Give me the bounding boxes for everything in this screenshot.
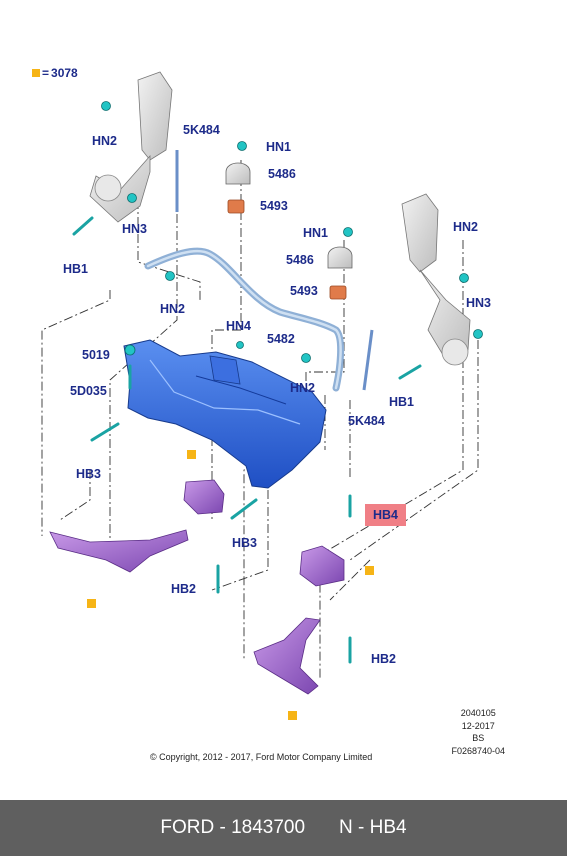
label-5k484-right[interactable]: 5K484 bbox=[348, 414, 385, 428]
marker-square-icon bbox=[187, 450, 196, 459]
legend-square-icon bbox=[32, 69, 40, 77]
drawing-metadata: 2040105 12-2017 BS F0268740-04 bbox=[451, 707, 505, 757]
label-5019[interactable]: 5019 bbox=[82, 348, 110, 362]
label-hb1-right[interactable]: HB1 bbox=[389, 395, 415, 409]
subframe bbox=[123, 339, 327, 489]
lower-arm-right bbox=[253, 617, 321, 695]
drawing-number: 2040105 bbox=[460, 708, 496, 718]
bushing-5493-mid bbox=[329, 285, 347, 300]
label-hb4-highlighted[interactable]: HB4 bbox=[365, 504, 407, 526]
mount-right bbox=[299, 545, 345, 587]
bracket-5486-mid bbox=[327, 246, 353, 269]
legend-value: 3078 bbox=[51, 66, 78, 80]
label-hb3-center[interactable]: HB3 bbox=[232, 536, 258, 550]
left-strut bbox=[89, 71, 173, 223]
drawing-code: BS bbox=[472, 733, 485, 743]
drawing-date: 12-2017 bbox=[461, 720, 495, 731]
label-5486-mid[interactable]: 5486 bbox=[286, 253, 314, 267]
drawing-reference: F0268740-04 bbox=[451, 745, 505, 756]
label-5486-top[interactable]: 5486 bbox=[268, 167, 296, 181]
label-hn2-right[interactable]: HN2 bbox=[453, 220, 479, 234]
label-hn1-top[interactable]: HN1 bbox=[266, 140, 292, 154]
footer-part-number: FORD - 1843700 bbox=[160, 817, 306, 838]
label-hb2-left[interactable]: HB2 bbox=[171, 582, 197, 596]
label-5k484-top[interactable]: 5K484 bbox=[183, 123, 220, 137]
label-hn2-top-left[interactable]: HN2 bbox=[92, 134, 118, 148]
label-hn2-lower[interactable]: HN2 bbox=[290, 381, 316, 395]
label-5493-mid[interactable]: 5493 bbox=[290, 284, 318, 298]
legend: = 3078 bbox=[32, 66, 78, 80]
right-strut bbox=[401, 193, 471, 366]
label-5d035[interactable]: 5D035 bbox=[70, 384, 107, 398]
diagram-drawing bbox=[41, 71, 483, 695]
label-hb2-right[interactable]: HB2 bbox=[371, 652, 397, 666]
bracket-5486-top bbox=[225, 162, 251, 185]
label-hn2-center[interactable]: HN2 bbox=[160, 302, 186, 316]
exploded-parts-diagram bbox=[41, 71, 483, 695]
label-hb3-left[interactable]: HB3 bbox=[76, 467, 102, 481]
label-hn4[interactable]: HN4 bbox=[226, 319, 252, 333]
bolts bbox=[72, 216, 422, 664]
bushing-5493-top bbox=[227, 199, 245, 214]
footer-bar: FORD - 1843700 N - HB4 bbox=[0, 800, 567, 856]
label-5482[interactable]: 5482 bbox=[267, 332, 295, 346]
stabilizer-links bbox=[175, 150, 374, 391]
mount-left bbox=[183, 479, 225, 515]
copyright-text: © Copyright, 2012 - 2017, Ford Motor Com… bbox=[150, 752, 373, 762]
label-hn3-left[interactable]: HN3 bbox=[122, 222, 148, 236]
label-hn1-mid[interactable]: HN1 bbox=[303, 226, 329, 240]
lower-arm-left bbox=[49, 529, 189, 573]
footer-part-code: N - HB4 bbox=[339, 817, 407, 838]
marker-square-icon bbox=[365, 566, 374, 575]
label-5493-top[interactable]: 5493 bbox=[260, 199, 288, 213]
nuts bbox=[101, 101, 483, 363]
marker-square-icon bbox=[288, 711, 297, 720]
label-hn3-right[interactable]: HN3 bbox=[466, 296, 492, 310]
label-hb1-left[interactable]: HB1 bbox=[63, 262, 89, 276]
marker-square-icon bbox=[87, 599, 96, 608]
